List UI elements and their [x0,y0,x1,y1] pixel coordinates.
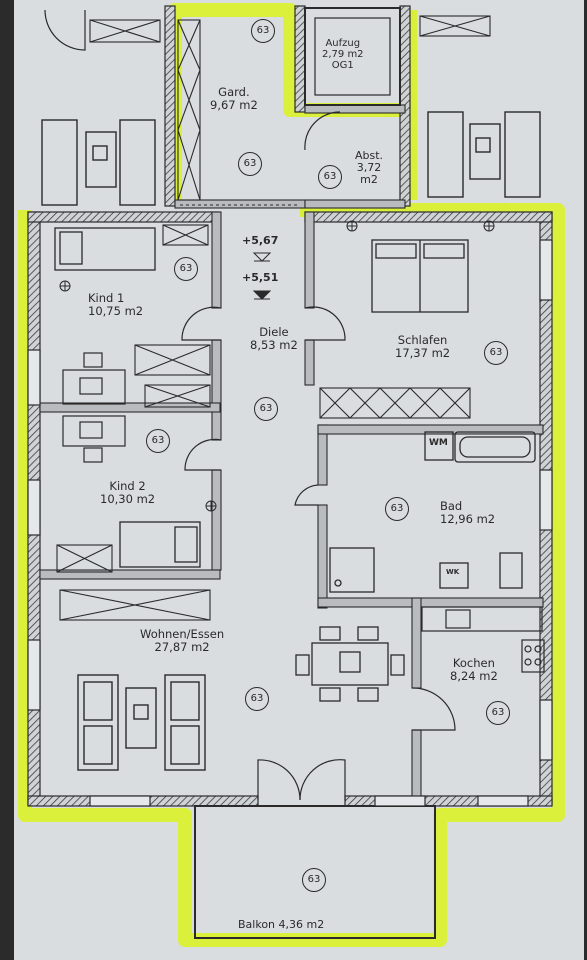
balcony-outline [194,805,436,939]
wohnen-name: Wohnen/Essen [140,627,225,641]
aufzug-name: Aufzug [325,38,361,49]
room-label-aufzug: Aufzug 2,79 m2 OG1 [322,38,364,71]
room-badge: 63 [302,868,326,892]
dining-table [295,626,405,702]
dryer-tag: WK [446,568,460,576]
level-markers [252,252,272,300]
room-label-bad: Bad 12,96 m2 [440,500,495,526]
bath-fixtures [329,431,536,593]
room-badge: 63 [174,257,198,281]
kind2-area: 10,30 m2 [100,492,156,506]
windows [27,239,553,807]
room-badge: 63 [245,687,269,711]
sofas [41,111,541,771]
room-label-wohnen: Wohnen/Essen 27,87 m2 [140,628,224,654]
balkon-line: Balkon 4,36 m2 [238,918,324,931]
desks [62,352,126,463]
socket-symbols [59,220,495,512]
aufzug-extra: OG1 [331,60,354,71]
room-badge: 63 [385,497,409,521]
diele-name: Diele [259,325,289,339]
room-label-schlafen: Schlafen 17,37 m2 [395,334,450,360]
gard-name: Gard. [218,85,250,99]
level-upper: +5,67 [242,234,279,247]
schlafen-area: 17,37 m2 [395,346,451,360]
washer-tag: WM [429,438,448,448]
abst-area: 3,72 [356,161,382,174]
level-lower: +5,51 [242,271,279,284]
room-label-kind1: Kind 1 10,75 m2 [88,292,143,318]
kind1-area: 10,75 m2 [88,304,144,318]
room-label-kochen: Kochen 8,24 m2 [450,657,498,683]
door-swings [44,9,456,801]
room-badge: 63 [484,341,508,365]
kind1-name: Kind 1 [88,291,125,305]
kitchen-fixtures [421,606,545,673]
wardrobes [56,15,491,621]
room-label-gard: Gard. 9,67 m2 [210,86,258,112]
room-badge: 63 [238,152,262,176]
diele-area: 8,53 m2 [250,338,298,352]
balkon-area: 4,36 m2 [278,918,325,931]
schlafen-name: Schlafen [397,333,448,347]
aufzug-area: 2,79 m2 [322,49,364,60]
gard-area: 9,67 m2 [210,98,258,112]
elevator-shaft [304,7,401,106]
kochen-name: Kochen [452,656,495,670]
room-label-diele: Diele 8,53 m2 [250,326,298,352]
bad-name: Bad [440,499,463,513]
wohnen-area: 27,87 m2 [154,640,210,654]
room-badge: 63 [251,19,275,43]
beds [54,227,469,568]
room-badge: 63 [318,165,342,189]
kind2-name: Kind 2 [109,479,146,493]
bad-area: 12,96 m2 [440,512,496,526]
abst-unit: m2 [360,173,378,186]
room-label-balkon: Balkon 4,36 m2 [238,918,324,931]
room-badge: 63 [146,429,170,453]
room-label-kind2: Kind 2 10,30 m2 [100,480,155,506]
room-badge: 63 [486,701,510,725]
abst-name: Abst. [355,149,384,162]
interior-walls [39,104,544,801]
balkon-name: Balkon [238,918,276,931]
room-label-abst: Abst. 3,72 m2 [355,150,383,186]
kochen-area: 8,24 m2 [450,669,498,683]
room-badge: 63 [254,397,278,421]
